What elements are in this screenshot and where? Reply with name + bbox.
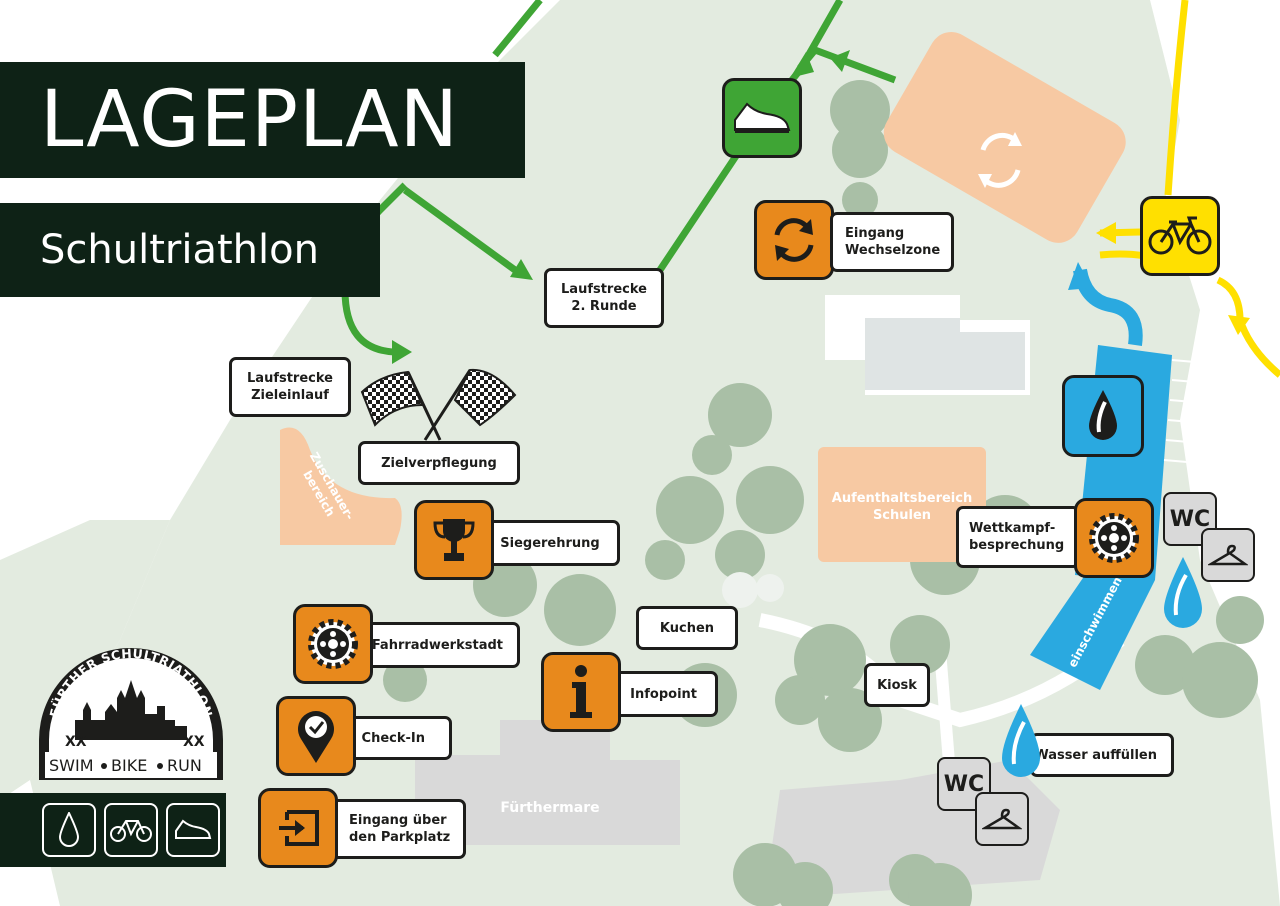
legend: [0, 793, 226, 867]
shoe-icon: [175, 819, 212, 839]
zuschauer-area: [280, 427, 402, 545]
wechselzone-station[interactable]: [754, 200, 834, 280]
garderobe-sign-right: [1201, 528, 1255, 582]
kuchen-label: Kuchen: [636, 606, 738, 650]
bicycle-icon: [110, 820, 152, 842]
logo-badge: FÜRTHER SCHULTRIATHLON XX XX SWIM BIKE R…: [39, 646, 223, 780]
aufenthalt-area: [818, 447, 986, 562]
logo-bike: BIKE: [111, 756, 147, 775]
svg-text:XX: XX: [183, 734, 205, 750]
fuerthermare-label: Fürthermare: [500, 800, 600, 816]
cycle-arrows-icon: [774, 218, 814, 262]
bicycle-icon: [1148, 216, 1212, 255]
check-in-station[interactable]: [276, 696, 356, 776]
infopoint-label: Infopoint: [610, 671, 718, 717]
wettkampf-station[interactable]: [1074, 498, 1154, 578]
page-subtitle: Schultriathlon: [40, 227, 319, 273]
siegerehrung-label: Siegerehrung: [480, 520, 620, 566]
chainring-icon: [308, 619, 358, 669]
location-check-icon: [298, 711, 334, 763]
water-drop-icon: [1089, 390, 1117, 440]
logo-swim: SWIM: [49, 756, 94, 775]
shoe-icon: [734, 102, 791, 133]
water-drop-icon: [1164, 557, 1202, 628]
legend-swim: [42, 803, 96, 857]
page-title: LAGEPLAN: [40, 75, 459, 165]
fahrradwerkstadt-label: Fahrradwerkstadt: [360, 622, 520, 668]
swim-station[interactable]: [1062, 375, 1144, 457]
event-logo: FÜRTHER SCHULTRIATHLON XX XX SWIM BIKE R…: [35, 640, 227, 782]
logo-run: RUN: [167, 756, 202, 775]
wechselzone-symbol: [980, 132, 1021, 188]
fuerthermare-building: [415, 720, 680, 845]
hanger-icon: [1208, 544, 1248, 566]
kiosk-label: Kiosk: [864, 663, 930, 707]
check-in-label: Check-In: [340, 716, 452, 760]
entrance-icon: [279, 810, 319, 846]
wettkampf-label: Wettkampf- besprechung: [956, 506, 1080, 568]
wc-text: WC: [1169, 506, 1211, 532]
aufenthalt-area-label: Aufenthaltsbereich Schulen: [831, 491, 973, 523]
info-icon: [570, 665, 592, 718]
infopoint-station[interactable]: [541, 652, 621, 732]
legend-run: [166, 803, 220, 857]
trophy-icon: [433, 519, 475, 561]
bike-station[interactable]: [1140, 196, 1220, 276]
siegerehrung-station[interactable]: [414, 500, 494, 580]
checkered-flags-icon: [360, 368, 517, 441]
fahrradwerkstadt-station[interactable]: [293, 604, 373, 684]
legend-bike: [104, 803, 158, 857]
run-station[interactable]: [722, 78, 802, 158]
title-box: LAGEPLAN: [0, 62, 525, 178]
eingang-wechselzone-label: Eingang Wechselzone: [830, 212, 954, 272]
garderobe-sign-bottom: [975, 792, 1029, 846]
laufstrecke-zieleinlauf-label: Laufstrecke Zieleinlauf: [229, 357, 351, 417]
water-drop-icon: [58, 812, 80, 847]
zielverpflegung-label: Zielverpflegung: [358, 441, 520, 485]
chainring-icon: [1089, 513, 1139, 563]
eingang-parkplatz-label: Eingang über den Parkplatz: [326, 799, 466, 859]
laufstrecke-runde2-label: Laufstrecke 2. Runde: [544, 268, 664, 328]
svg-text:XX: XX: [65, 734, 87, 750]
wc-text: WC: [943, 771, 985, 797]
subtitle-box: Schultriathlon: [0, 203, 380, 297]
hanger-icon: [982, 808, 1022, 830]
wasser-label: Wasser auffüllen: [1030, 733, 1174, 777]
water-drop-icon: [1002, 704, 1040, 777]
eingang-station[interactable]: [258, 788, 338, 868]
einschwimmen-lane: [1030, 575, 1155, 690]
